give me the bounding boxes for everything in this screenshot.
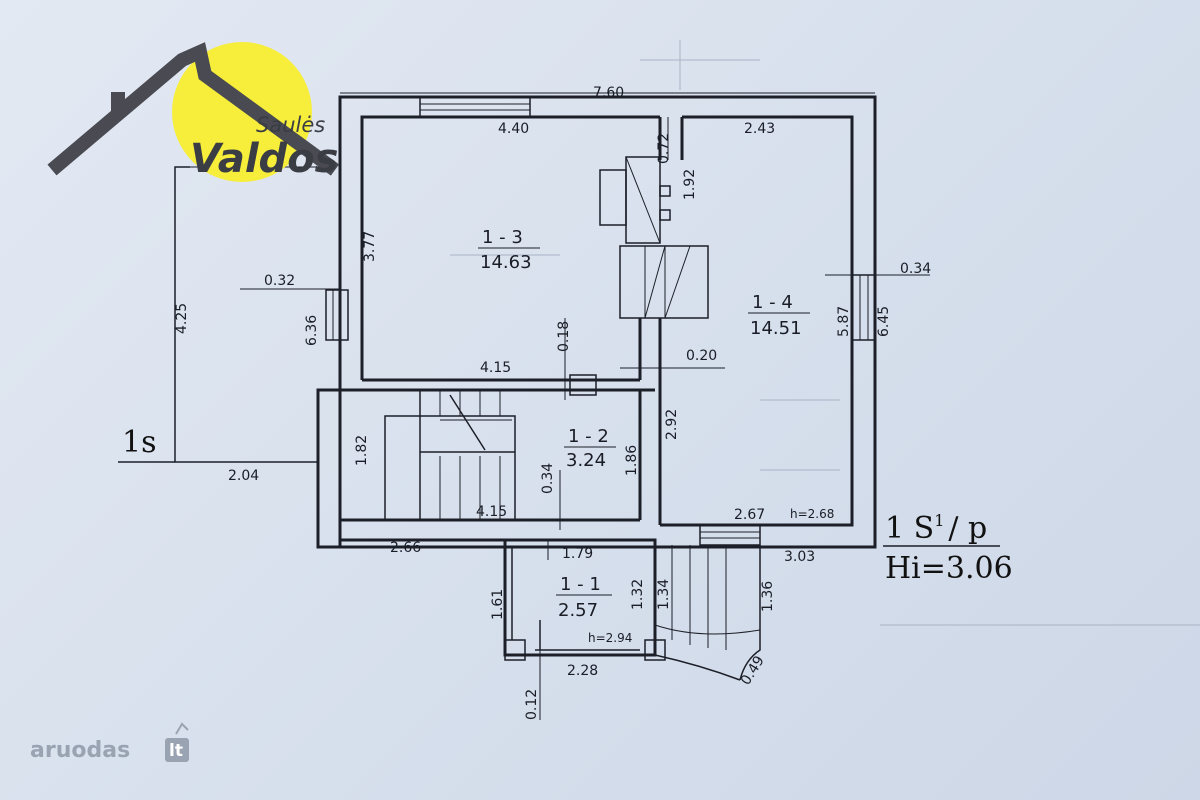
room-id: 1 - 4: [752, 292, 793, 313]
watermark-name: aruodas: [30, 738, 130, 763]
room-id: 1 - 2: [568, 426, 609, 447]
saules-valdos-logo: Saulės Valdos: [47, 42, 340, 182]
watermark-chimney-icon: [175, 722, 189, 735]
dim-label: 0.20: [686, 348, 717, 364]
dimension-labels: 7.60 4.40 0.72 2.43 1.92 3.77 0.32 0.34 …: [174, 85, 931, 720]
stamp-line1: 1 S1/ p: [885, 511, 987, 546]
dim-label: 0.34: [900, 261, 931, 277]
logo-line2: Valdos: [190, 136, 338, 182]
dim-label: 4.15: [480, 360, 511, 376]
dim-label: 3.03: [784, 549, 815, 565]
stove-block: [599, 156, 709, 319]
floor-label: 1s: [118, 425, 175, 463]
dim-label: 3.77: [362, 231, 378, 262]
dim-label: 0.12: [524, 689, 540, 720]
dim-label: 2.04: [228, 468, 259, 484]
room-id: 1 - 3: [482, 227, 523, 248]
dim-label: 4.15: [476, 504, 507, 520]
dim-label: 1.86: [624, 445, 640, 476]
stamp-line2: Hi=3.06: [885, 551, 1013, 586]
dim-label: 6.45: [876, 306, 892, 337]
dim-label: 4.25: [174, 303, 190, 334]
dim-label: 5.87: [836, 306, 852, 337]
floor-stamp: 1 S1/ p Hi=3.06: [883, 511, 1013, 586]
dim-label: 1.36: [760, 581, 776, 612]
dim-label: 0.34: [540, 463, 556, 494]
room-area: 2.57: [558, 600, 598, 621]
dim-label: 2.92: [664, 409, 680, 440]
height-note: h=2.94: [588, 631, 632, 645]
logo-line1: Saulės: [256, 113, 325, 137]
logo-roof-icon: [47, 42, 340, 176]
dim-label: 1.79: [562, 546, 593, 562]
dim-label: 6.36: [304, 315, 320, 346]
dim-label: 0.72: [656, 133, 672, 164]
dim-label: 2.67: [734, 507, 765, 523]
dim-label: 0.18: [556, 321, 572, 352]
dim-label: 4.40: [498, 121, 529, 137]
room-area: 3.24: [566, 450, 606, 471]
room-area: 14.51: [750, 318, 802, 339]
dim-label: 2.43: [744, 121, 775, 137]
staircase-1-2: [384, 390, 516, 521]
room-area: 14.63: [480, 252, 532, 273]
background-ghost-lines: [450, 40, 1200, 626]
dim-label: 7.60: [593, 85, 624, 101]
room-id: 1 - 1: [560, 574, 601, 595]
floor-label-text: 1s: [122, 425, 156, 460]
dim-label: 2.66: [390, 540, 421, 556]
dim-label: 1.32: [630, 579, 646, 610]
room-labels: 1 - 3 14.63 1 - 4 14.51 1 - 2 3.24 1 - 1…: [478, 227, 834, 645]
left-extension-outline: [174, 166, 320, 463]
dim-label: 1.61: [490, 589, 506, 620]
height-note: h=2.68: [790, 507, 834, 521]
dim-label: 0.49: [738, 653, 768, 688]
watermark-tld: lt: [169, 741, 183, 761]
outside-steps: [654, 524, 761, 681]
dim-label: 1.82: [354, 435, 370, 466]
dim-label: 1.34: [656, 579, 672, 610]
aruodas-watermark: aruodas lt: [30, 722, 189, 763]
dim-label: 0.32: [264, 273, 295, 289]
dim-label: 2.28: [567, 663, 598, 679]
dimension-lines: [240, 92, 930, 720]
dim-label: 1.92: [682, 169, 698, 200]
